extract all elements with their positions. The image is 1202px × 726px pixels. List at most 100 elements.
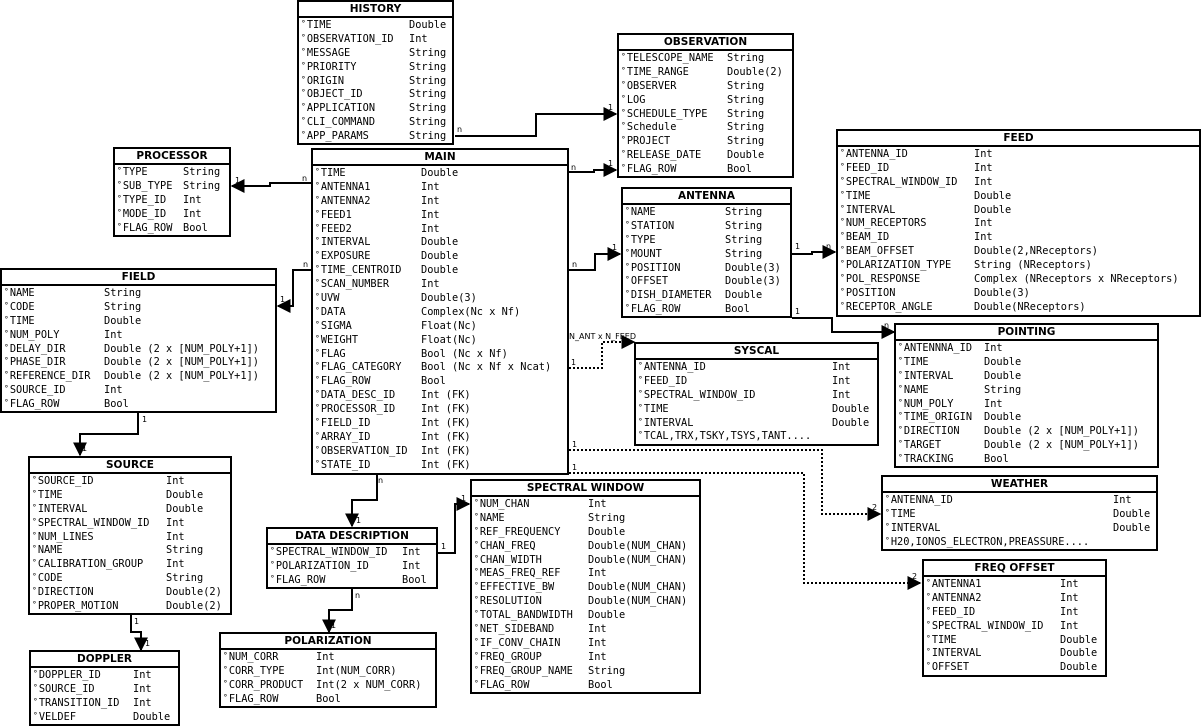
table-spectral-window[interactable]: SPECTRAL WINDOWNUM_CHANIntNAMEStringREF_… — [470, 479, 701, 694]
table-field[interactable]: FIELDNAMEStringCODEStringTIMEDoubleNUM_P… — [0, 268, 277, 413]
table-main[interactable]: MAINTIMEDoubleANTENNA1IntANTENNA2IntFEED… — [311, 148, 569, 475]
table-processor[interactable]: PROCESSORTYPEStringSUB_TYPEStringTYPE_ID… — [113, 147, 231, 237]
table-syscal[interactable]: SYSCALANTENNA_IDIntFEED_IDIntSPECTRAL_WI… — [634, 342, 879, 446]
table-antenna[interactable]: ANTENNANAMEStringSTATIONStringTYPEString… — [621, 187, 792, 318]
table-history[interactable]: HISTORYTIMEDoubleOBSERVATION_IDIntMESSAG… — [297, 0, 454, 145]
table-pointing[interactable]: POINTINGANTENNNA_IDIntTIMEDoubleINTERVAL… — [894, 323, 1159, 468]
table-freq-offset[interactable]: FREQ OFFSETANTENNA1IntANTENNA2IntFEED_ID… — [922, 559, 1107, 677]
table-source[interactable]: SOURCESOURCE_IDIntTIMEDoubleINTERVALDoub… — [28, 456, 232, 615]
table-doppler[interactable]: DOPPLERDOPPLER_IDIntSOURCE_IDIntTRANSITI… — [29, 650, 180, 726]
